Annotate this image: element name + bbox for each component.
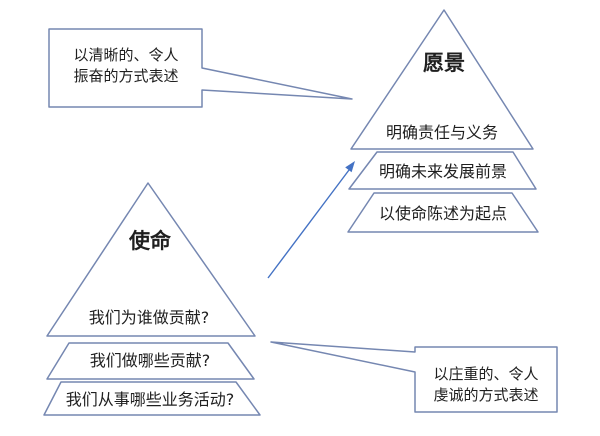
vision-layer2-label: 明确未来发展前景 (379, 162, 507, 181)
arrow-head-icon (345, 161, 355, 173)
mission-layer3-label: 我们从事哪些业务活动? (66, 390, 235, 409)
mission-callout: 以庄重的、令人 虔诚的方式表述 (270, 341, 558, 413)
mission-pyramid-triangle (46, 182, 256, 337)
mission-callout-text-line2: 虔诚的方式表述 (433, 386, 538, 404)
vision-pyramid: 愿景 明确责任与义务 明确未来发展前景 以使命陈述为起点 (347, 9, 539, 233)
vision-pyramid-layer2-trapezoid (348, 151, 537, 190)
mission-callout-text-line1: 以庄重的、令人 (433, 365, 538, 383)
vision-callout-bubble (48, 28, 353, 108)
vision-pyramid-title: 愿景 (423, 51, 465, 75)
vision-callout: 以清晰的、令人 振奋的方式表述 (48, 28, 353, 108)
vision-layer3-label: 以使命陈述为起点 (379, 204, 507, 223)
vision-pyramid-triangle (350, 9, 534, 150)
mission-pyramid: 使命 我们为谁做贡献? 我们做哪些贡献? 我们从事哪些业务活动? (43, 182, 261, 416)
mission-pyramid-layer2-trapezoid (46, 342, 255, 380)
mission-layer2-label: 我们做哪些贡献? (90, 351, 211, 370)
vision-callout-text-line2: 振奋的方式表述 (73, 67, 178, 85)
vision-pyramid-layer3-trapezoid (347, 192, 539, 233)
vision-callout-text-line1: 以清晰的、令人 (73, 46, 178, 64)
mission-callout-bubble (270, 341, 558, 413)
mission-to-vision-arrow (267, 161, 355, 279)
mission-layer1-label: 我们为谁做贡献? (89, 308, 210, 327)
arrow-shaft (267, 169, 350, 279)
mission-pyramid-layer3-trapezoid (43, 381, 261, 416)
vision-layer1-label: 明确责任与义务 (386, 123, 498, 142)
mission-pyramid-title: 使命 (128, 229, 172, 253)
